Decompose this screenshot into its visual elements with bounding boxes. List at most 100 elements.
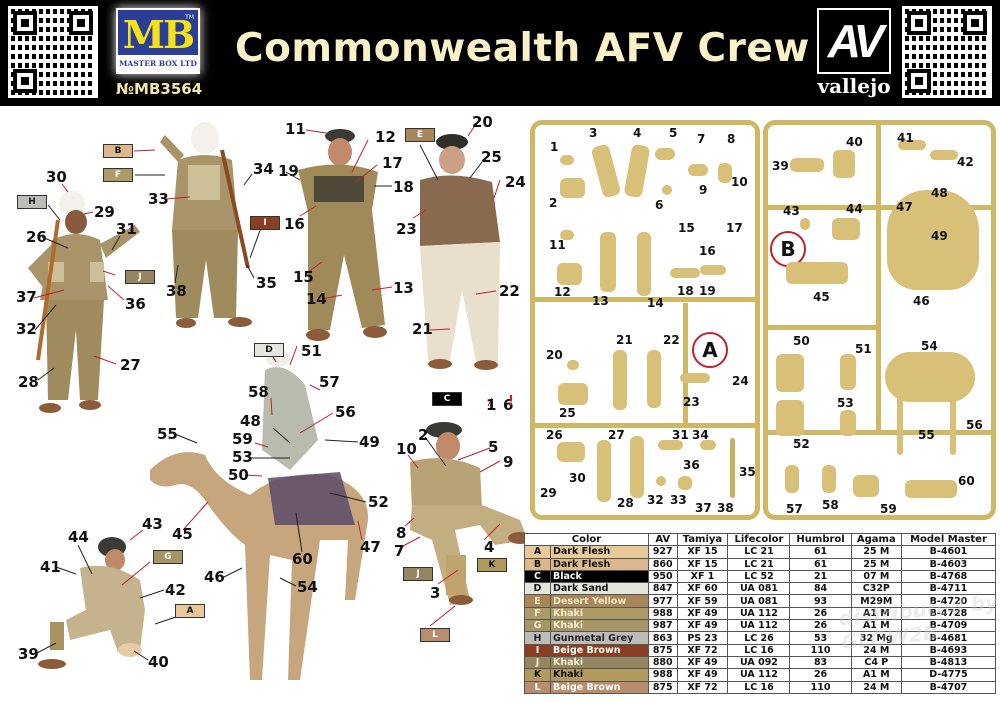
part-number: 44 (846, 202, 863, 216)
qr-finder-mark (907, 11, 931, 35)
model-master-code: B-4709 (900, 619, 997, 633)
callout-number: 26 (26, 228, 47, 246)
model-master-code: B-4728 (900, 606, 997, 621)
tamiya-code: XF 72 (676, 643, 729, 657)
part-number: 57 (786, 502, 803, 516)
callout-number: 12 (375, 128, 396, 146)
part-leg (790, 158, 824, 172)
callout-number: 7 (394, 542, 405, 560)
callout-number: 60 (292, 550, 313, 568)
humbrol-code: 83 (789, 655, 852, 670)
tamiya-code: XF 72 (676, 680, 729, 694)
column-header: Humbrol (789, 532, 852, 547)
color-code: E (524, 594, 551, 608)
part-gear (840, 410, 856, 436)
model-master-code: D-4775 (900, 668, 997, 682)
callout-number: 4 (484, 538, 495, 556)
callout-number: 13 (393, 279, 414, 297)
callout-number: 33 (148, 190, 169, 208)
color-tag: F (103, 168, 133, 182)
part-number: 14 (647, 296, 664, 310)
part-number: 46 (913, 294, 930, 308)
part-leg (630, 436, 644, 498)
color-code: J (524, 655, 551, 670)
callout-number: 36 (125, 295, 146, 313)
model-master-code: B-4813 (900, 655, 997, 670)
sprue-b-label: B (770, 231, 806, 267)
part-number: 43 (783, 204, 800, 218)
callout-number: 15 (293, 268, 314, 286)
lifecolor-code: LC 16 (727, 680, 791, 694)
agama-code: A1 M (850, 668, 902, 682)
part-number: 52 (793, 437, 810, 451)
color-name: Gunmetal Grey (550, 631, 649, 645)
part-leg (785, 465, 799, 493)
part-number: 28 (617, 496, 634, 510)
part-leg (822, 465, 836, 493)
agama-code: M29M (850, 594, 902, 608)
part-number: 10 (731, 175, 748, 189)
lifecolor-code: LC 26 (727, 631, 791, 645)
part-rifle (730, 438, 735, 498)
part-number: 13 (592, 294, 609, 308)
part-arm (658, 440, 683, 450)
part-number: 17 (726, 221, 743, 235)
part-number: 37 (695, 501, 712, 515)
attention-mark: ! (508, 394, 514, 409)
lifecolor-code: LC 21 (727, 557, 791, 571)
lifecolor-code: UA 081 (727, 594, 791, 608)
callout-number: 57 (319, 373, 340, 391)
color-name: Black (550, 569, 649, 584)
color-tag: B (103, 144, 133, 158)
color-tag: H (17, 195, 47, 209)
model-master-code: B-4693 (900, 643, 997, 657)
qr-code-left[interactable] (8, 6, 98, 98)
qr-code-right[interactable] (902, 6, 992, 98)
qr-finder-mark (13, 69, 37, 93)
part-head (560, 230, 574, 240)
part-number: 59 (880, 502, 897, 516)
callout-number: 38 (166, 282, 187, 300)
part-head (662, 185, 672, 195)
color-tag: G (153, 550, 183, 564)
color-code: H (524, 631, 551, 645)
part-number: 25 (559, 406, 576, 420)
tamiya-code: XF 1 (676, 569, 729, 584)
column-header: Lifecolor (727, 532, 791, 547)
model-master-code: B-4707 (900, 680, 997, 694)
humbrol-code: 21 (789, 569, 852, 584)
callout-number: 21 (412, 320, 433, 338)
part-head (800, 218, 810, 230)
callout-number: 14 (306, 290, 327, 308)
callout-number: 17 (382, 154, 403, 172)
av-code: 977 (647, 594, 678, 608)
sprue-runner (876, 125, 881, 430)
color-name: Khaki (550, 619, 649, 633)
master-box-logo: MB TM MASTER BOX LTD (116, 8, 200, 74)
callout-number: 47 (360, 538, 381, 556)
part-head (560, 155, 574, 165)
agama-code: 32 Mg (850, 631, 902, 645)
column-header: AV (647, 532, 678, 547)
part-number: 24 (732, 374, 749, 388)
page-title: Commonwealth AFV Crew (235, 26, 810, 71)
callout-number: 37 (16, 288, 37, 306)
callout-number: 45 (172, 525, 193, 543)
part-number: 20 (546, 348, 563, 362)
callout-number: 9 (503, 453, 514, 471)
callout-number: 50 (228, 466, 249, 484)
part-torso (557, 263, 582, 285)
agama-code: C32P (850, 582, 902, 596)
color-name: Beige Brown (550, 680, 649, 694)
color-name: Dark Flesh (550, 545, 649, 559)
part-number: 58 (822, 498, 839, 512)
callout-number: 40 (148, 653, 169, 671)
part-number: 27 (608, 428, 625, 442)
